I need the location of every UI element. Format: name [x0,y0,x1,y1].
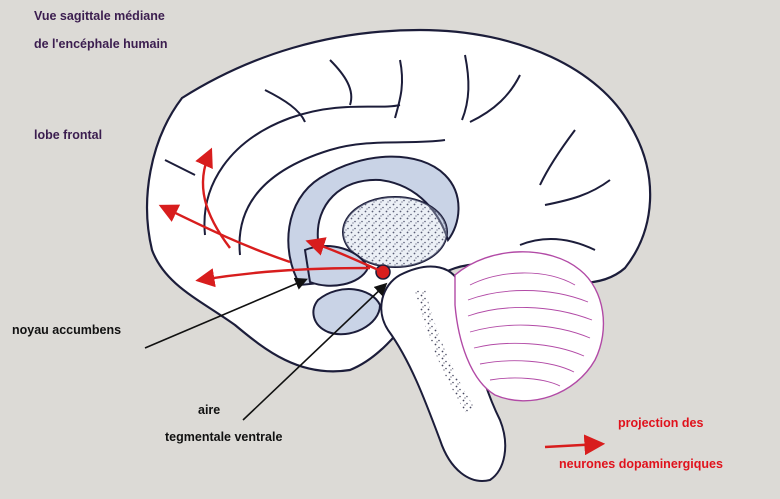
hippocampus-region [312,288,382,336]
frontal-lobe-label: lobe frontal [34,128,103,142]
red-arrow-icon [544,434,606,456]
cerebellum-folia [467,272,593,387]
thalamus [342,196,448,268]
corpus-callosum [287,155,460,287]
projection-frontal-low [195,266,371,288]
title-line-1: Vue sagittale médiane [34,9,165,23]
title-line-2: de l'encéphale humain [34,37,168,51]
legend-line-2: neurones dopaminergiques [559,457,723,471]
vta-label-line-2: tegmentale ventrale [165,430,283,444]
vta-label-line-1: aire [198,403,221,417]
projection-frontal-high [195,147,231,249]
projection-to-accumbens [305,237,384,274]
nucleus-accumbens-label: noyau accumbens [12,323,122,337]
dopamine-projections [158,147,384,288]
vta-pointer [242,282,388,421]
legend-line-1: projection des [618,416,704,430]
accumbens-pointer [144,277,308,349]
cerebellum [454,251,605,402]
sulci-lines [164,54,611,256]
